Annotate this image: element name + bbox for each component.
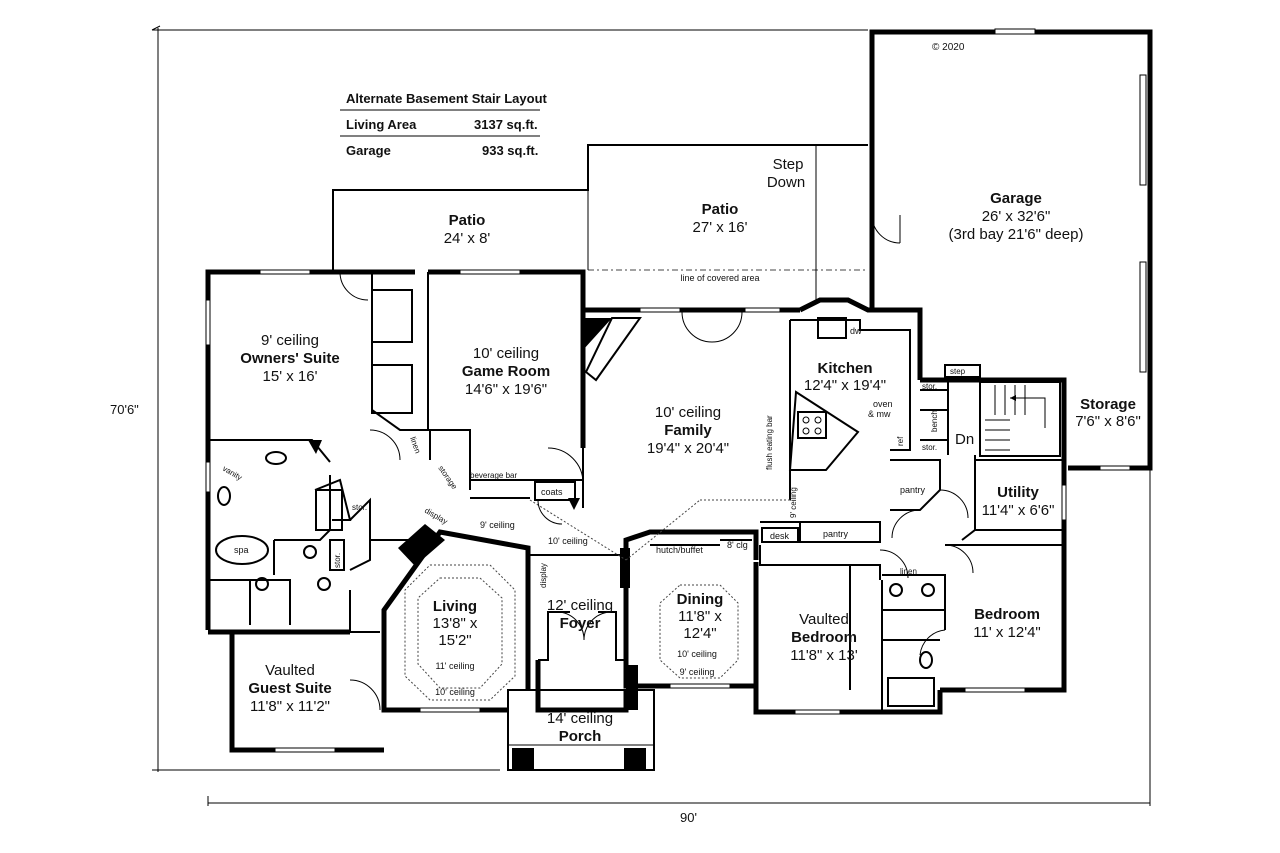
porch-name: Porch <box>559 728 602 745</box>
label-ref: ref <box>896 436 905 446</box>
foyer-name: Foyer <box>560 615 601 632</box>
windows <box>205 269 1131 753</box>
label-dw: dw <box>850 326 862 336</box>
living-name: Living <box>433 598 477 615</box>
living-size-1: 13'8" x <box>433 615 478 632</box>
patio-outline <box>332 144 868 300</box>
utility-size: 11'4" x 6'6" <box>982 502 1055 519</box>
storage-size: 7'6" x 8'6" <box>1075 413 1141 430</box>
label-flush-bar: flush eating bar <box>765 415 774 470</box>
game-ceiling: 10' ceiling <box>473 345 539 362</box>
label-stor-b: stor. <box>922 443 937 452</box>
ceiling-details <box>404 499 790 701</box>
foyer-ceiling: 12' ceiling <box>547 597 613 614</box>
summary-table: Alternate Basement Stair Layout Living A… <box>340 91 548 158</box>
label-pantry-a: pantry <box>900 485 926 495</box>
utility-name: Utility <box>997 484 1039 501</box>
patio-right-name: Patio <box>702 201 739 218</box>
dining-ceiling-outer: 9' ceiling <box>680 667 715 677</box>
kitchen-name: Kitchen <box>817 360 872 377</box>
label-vanity: vanity <box>221 464 244 482</box>
label-stor-d: stor. <box>333 553 342 568</box>
bedroom-name: Bedroom <box>974 606 1040 623</box>
porch-ceiling: 14' ceiling <box>547 710 613 727</box>
garage-name: Garage <box>990 190 1042 207</box>
label-beverage-bar: beverage bar <box>470 471 517 480</box>
dining-ceiling-inner: 10' ceiling <box>677 649 717 659</box>
game-name: Game Room <box>462 363 550 380</box>
storage-name: Storage <box>1080 396 1136 413</box>
label-stor-a: stor. <box>922 382 937 391</box>
label-display-b: display <box>539 563 548 588</box>
label-coats: coats <box>541 487 563 497</box>
label-dn: Dn <box>955 431 974 448</box>
family-size: 19'4" x 20'4" <box>647 440 729 457</box>
bath-fixtures <box>215 451 935 669</box>
summary-living-label: Living Area <box>346 117 417 132</box>
garage-note: (3rd bay 21'6" deep) <box>949 226 1084 243</box>
patio-left-size: 24' x 8' <box>444 230 491 247</box>
porch <box>507 689 655 771</box>
label-nine-ceiling: 9' ceiling <box>480 520 515 530</box>
dining-size-1: 11'8" x <box>678 608 722 625</box>
owners-size: 15' x 16' <box>263 368 318 385</box>
summary-garage-value: 933 sq.ft. <box>482 143 538 158</box>
guest-suite-size: 11'8" x 11'2" <box>250 698 330 715</box>
label-eight-clg: 8' clg <box>727 540 748 550</box>
summary-title: Alternate Basement Stair Layout <box>346 91 548 106</box>
fireplaces <box>308 317 646 770</box>
patio-right-size: 27' x 16' <box>693 219 748 236</box>
kitchen-size: 12'4" x 19'4" <box>804 377 886 394</box>
living-ceiling-inner: 11' ceiling <box>435 661 474 671</box>
label-nine-ceiling-v: 9' ceiling <box>789 487 798 518</box>
family-name: Family <box>664 422 712 439</box>
covered-area-label: line of covered area <box>680 273 759 283</box>
summary-garage-label: Garage <box>346 143 391 158</box>
interior-walls <box>208 272 1064 712</box>
bedroom-size: 11' x 12'4" <box>973 624 1041 641</box>
copyright: © 2020 <box>932 42 965 53</box>
vaulted-bedroom-size: 11'8" x 13' <box>790 647 858 664</box>
label-pantry-b: pantry <box>823 529 849 539</box>
summary-living-value: 3137 sq.ft. <box>474 117 538 132</box>
dimension-lines <box>151 25 1151 806</box>
guest-suite-name: Guest Suite <box>248 680 331 697</box>
label-oven-mw-1: oven <box>873 399 893 409</box>
label-storage-small: storage <box>436 464 459 491</box>
guest-suite-line1: Vaulted <box>265 662 315 679</box>
garage-size: 26' x 32'6" <box>982 208 1051 225</box>
living-size-2: 15'2" <box>438 632 471 649</box>
label-ten-ceiling: 10' ceiling <box>548 536 588 546</box>
dining-size-2: 12'4" <box>683 625 716 642</box>
label-display-a: display <box>423 506 449 526</box>
game-size: 14'6" x 19'6" <box>465 381 547 398</box>
label-desk: desk <box>770 531 790 541</box>
depth-dimension: 70'6" <box>110 402 139 417</box>
width-dimension: 90' <box>680 810 697 825</box>
label-hutch: hutch/buffet <box>656 545 703 555</box>
owners-name: Owners' Suite <box>240 350 339 367</box>
doors <box>339 271 974 711</box>
vaulted-bedroom-line1: Vaulted <box>799 611 849 628</box>
family-ceiling: 10' ceiling <box>655 404 721 421</box>
dining-name: Dining <box>677 591 724 608</box>
step-down-line2: Down <box>767 174 805 191</box>
step-down-line1: Step <box>773 156 804 173</box>
stairs <box>944 364 1061 457</box>
kitchen-island <box>788 317 860 471</box>
label-stor-c: stor. <box>352 503 367 512</box>
patio-left-name: Patio <box>449 212 486 229</box>
label-linen-a: linen <box>408 436 422 455</box>
label-step: step <box>950 367 966 376</box>
label-bench: bench <box>930 410 939 432</box>
label-linen-b: linen <box>900 567 917 576</box>
vaulted-bedroom-name: Bedroom <box>791 629 857 646</box>
label-spa: spa <box>234 545 249 555</box>
owners-ceiling: 9' ceiling <box>261 332 319 349</box>
label-oven-mw-2: & mw <box>868 409 891 419</box>
living-ceiling-outer: 10' ceiling <box>435 687 475 697</box>
